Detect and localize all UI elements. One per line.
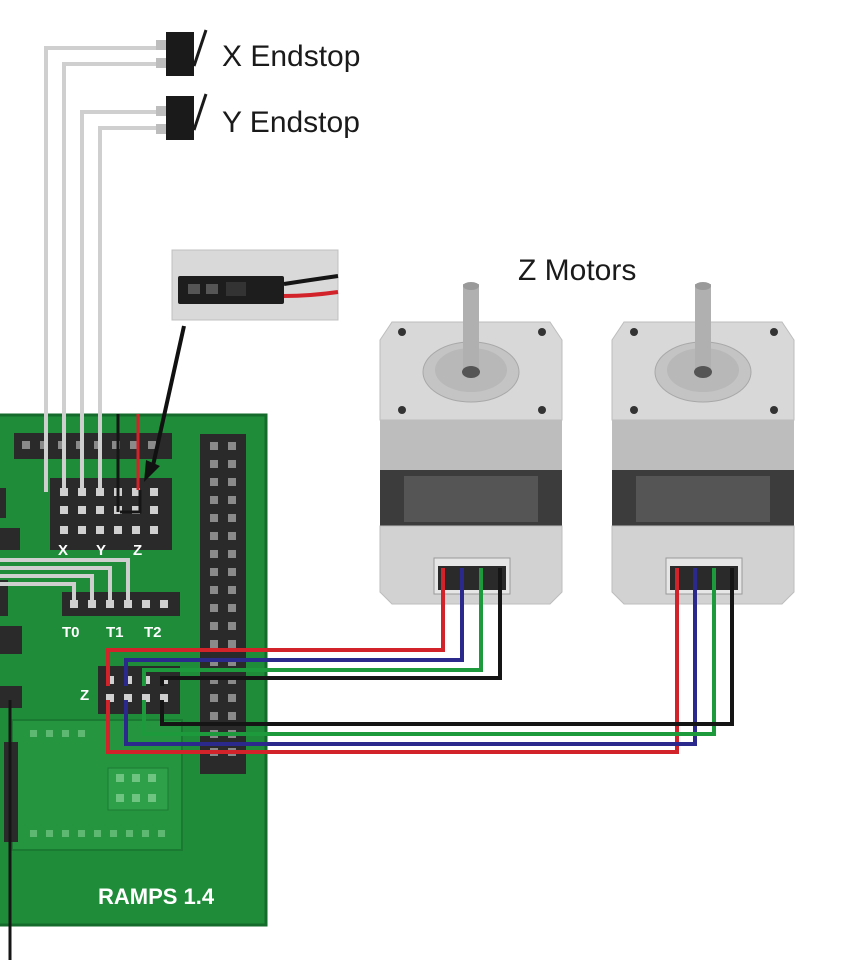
x-endstop-switch: [156, 29, 208, 76]
z-motor-left: [379, 282, 563, 605]
z-driver-header: [98, 666, 180, 714]
header-t2-label: T2: [144, 624, 162, 641]
header-z-label: Z: [133, 542, 142, 559]
lower-pin-rows: [30, 730, 165, 837]
header-t0-label: T0: [62, 624, 80, 641]
header-x-label: X: [58, 542, 68, 559]
header-y-label: Y: [96, 542, 106, 559]
endstop-wires: [0, 46, 160, 604]
aux-pin-header: [200, 434, 246, 774]
pointer-arrow: [150, 325, 186, 471]
y-endstop-label: Y Endstop: [222, 106, 360, 139]
z-endstop-wires: [116, 414, 142, 514]
y-endstop-switch: [156, 93, 208, 140]
header-t1-label: T1: [106, 624, 124, 641]
x-endstop-label: X Endstop: [222, 40, 360, 73]
motor-wires: [106, 568, 734, 754]
z-driver-label: Z: [80, 687, 89, 704]
z-motor-right: [611, 282, 795, 605]
z-motors-label: Z Motors: [518, 254, 636, 287]
board-name: RAMPS 1.4: [98, 884, 215, 909]
endstop-connector-photo: [171, 249, 339, 321]
